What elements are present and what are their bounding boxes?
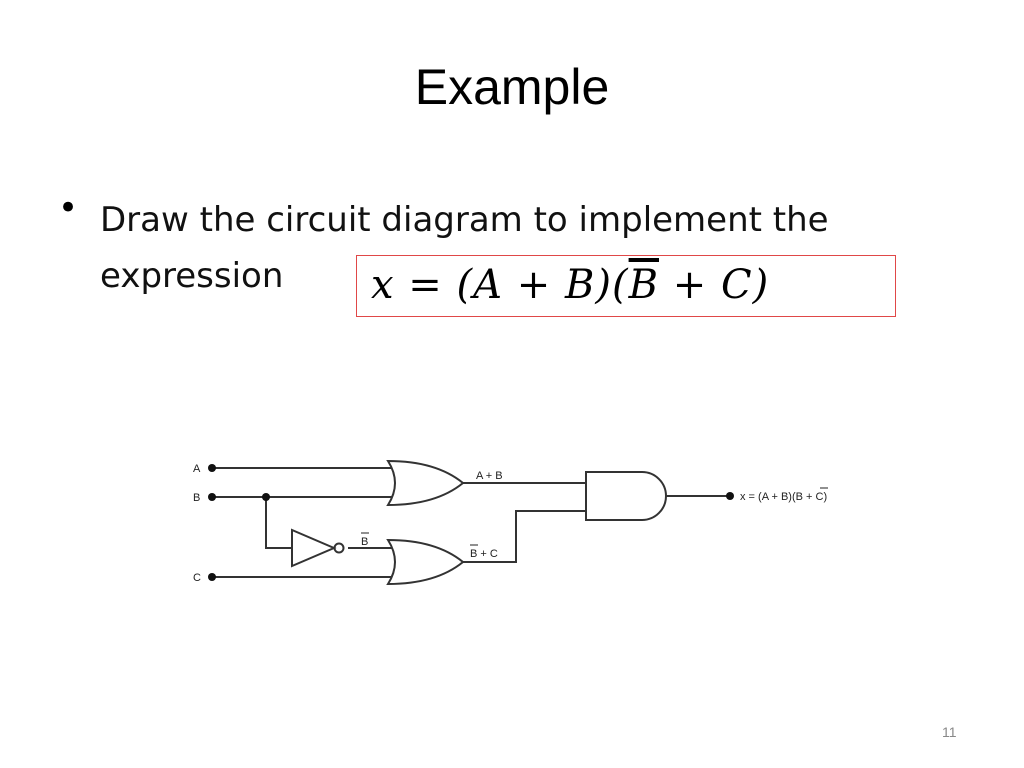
output-terminal [726, 492, 734, 500]
formula-eq: = ( [394, 262, 474, 308]
formula-b-complement: B [628, 262, 659, 308]
input-a-label: A [193, 463, 201, 475]
or2-label-b-bar: B [470, 548, 477, 560]
page-number: 11 [942, 724, 957, 740]
input-a-terminal [208, 464, 216, 472]
or-gate-1 [386, 459, 465, 507]
output-suffix: + C) [803, 491, 827, 503]
formula-plus-2: + [659, 262, 721, 308]
formula-box: x = (A + B)(B + C) [356, 255, 896, 317]
output-b-bar: B [796, 491, 803, 503]
formula-mid: )( [595, 262, 629, 308]
and-gate [585, 471, 667, 521]
not-gate [291, 528, 337, 568]
junction-b [262, 493, 270, 501]
formula-end: ) [752, 262, 770, 308]
output-prefix: x = (A + B)( [740, 491, 796, 503]
input-c-label: C [193, 572, 201, 584]
formula-c: C [720, 262, 753, 308]
input-b-terminal [208, 493, 216, 501]
formula-b: B [564, 262, 596, 308]
formula-a: A [473, 262, 504, 308]
boolean-expression: x = (A + B)(B + C) [371, 262, 769, 308]
or2-label-rest: + C [477, 548, 498, 560]
bullet-text: Draw the circuit diagram to implement th… [100, 200, 829, 296]
output-expression-label: x = (A + B)(B + C) [740, 491, 827, 503]
or-gate-2 [386, 538, 465, 586]
slide-title: Example [414, 59, 610, 115]
formula-lhs: x [371, 262, 395, 308]
or1-output-label: A + B [476, 470, 503, 482]
wire-b-branch [265, 497, 292, 549]
not-output-label: B [361, 536, 368, 548]
formula-plus-1: + [503, 262, 565, 308]
or2-output-label: B + C [470, 548, 498, 560]
bullet-marker: • [58, 188, 79, 228]
input-c-terminal [208, 573, 216, 581]
input-b-label: B [193, 492, 200, 504]
not-gate-bubble [333, 542, 345, 554]
wire-or2-out [462, 510, 586, 563]
